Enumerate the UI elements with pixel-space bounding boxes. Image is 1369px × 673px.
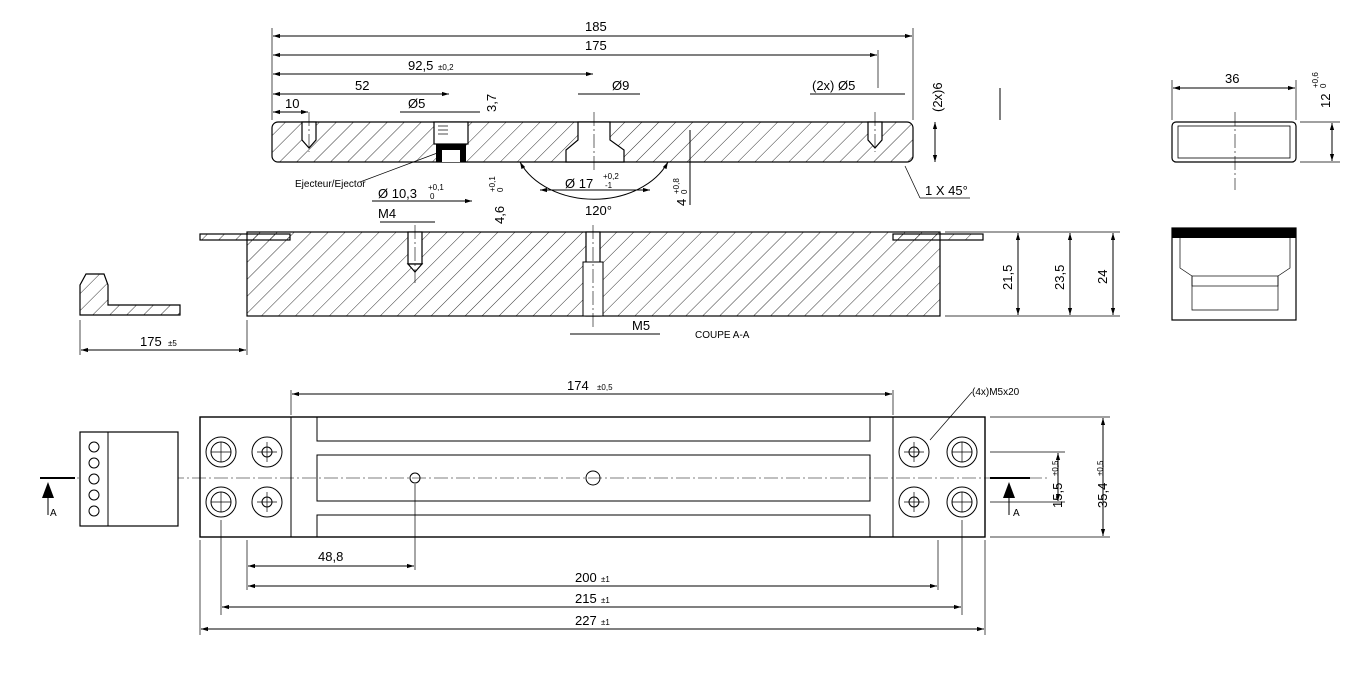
dim-21-5: 21,5 xyxy=(1000,265,1015,290)
dim-dia10-3-tol-up: +0,1 xyxy=(428,183,444,192)
dim-dia5-2x: (2x) Ø5 xyxy=(812,78,855,93)
dim-chamfer: 1 X 45° xyxy=(925,183,968,198)
connector-side xyxy=(79,273,248,355)
ejector-label: Ejecteur/Ejector xyxy=(295,179,366,190)
connector-plan xyxy=(79,431,179,527)
dim-dia17-tol-low: -1 xyxy=(605,181,613,190)
section-marker-right-label: A xyxy=(1013,508,1020,519)
side-view-bottom xyxy=(1171,227,1297,321)
dim-4-6-tol-low: 0 xyxy=(496,187,505,192)
right-bolts xyxy=(898,436,978,518)
dim-174: 174 xyxy=(567,378,589,393)
dim-175-5-tol: ±5 xyxy=(168,339,177,348)
top-dimensions xyxy=(271,28,1001,162)
section-marker-left-label: A xyxy=(50,508,57,519)
dim-12: 12 xyxy=(1318,94,1333,108)
screws-label: (4x)M5x20 xyxy=(972,387,1020,398)
dim-92-5: 92,5 xyxy=(408,58,433,73)
dim-92-5-tol: ±0,2 xyxy=(438,63,454,72)
dim-215-tol: ±1 xyxy=(601,596,610,605)
section-label: COUPE A-A xyxy=(695,330,750,341)
dim-227: 227 xyxy=(575,613,597,628)
dim-dia9: Ø9 xyxy=(612,78,629,93)
dim-dia17: Ø 17 xyxy=(565,176,593,191)
dim-3-7: 3,7 xyxy=(484,94,499,112)
dim-m5: M5 xyxy=(632,318,650,333)
dim-m4: M4 xyxy=(378,206,396,221)
dim-10: 10 xyxy=(285,96,299,111)
dim-185: 185 xyxy=(585,19,607,34)
dim-15-5-tol: ±0,5 xyxy=(1051,460,1060,476)
section-marker-right xyxy=(990,477,1030,515)
dim-200: 200 xyxy=(575,570,597,585)
dim-15-5: 15,5 xyxy=(1050,483,1065,508)
dim-227-tol: ±1 xyxy=(601,618,610,627)
dim-36: 36 xyxy=(1225,71,1239,86)
dim-52: 52 xyxy=(355,78,369,93)
dim-35-4: 35,4 xyxy=(1095,483,1110,508)
dim-4-6: 4,6 xyxy=(492,206,507,224)
dim-23-5: 23,5 xyxy=(1052,265,1067,290)
left-bolts xyxy=(205,436,283,518)
dim-24: 24 xyxy=(1095,270,1110,284)
dim-dia5: Ø5 xyxy=(408,96,425,111)
dim-12-tol-low: 0 xyxy=(1319,83,1328,88)
dim-dia10-3: Ø 10,3 xyxy=(378,186,417,201)
dim-4-tol-up: +0,8 xyxy=(672,178,681,194)
ejector-part xyxy=(433,121,469,162)
dim-dia10-3-tol-low: 0 xyxy=(430,192,435,201)
dim-dia17-tol-up: +0,2 xyxy=(603,172,619,181)
dim-12-tol-up: +0,6 xyxy=(1311,72,1320,88)
dim-174-tol: ±0,5 xyxy=(597,383,613,392)
dim-4: 4 xyxy=(674,199,689,206)
dim-200-tol: ±1 xyxy=(601,575,610,584)
side-view-top xyxy=(1171,80,1340,190)
dim-4-tol-low: 0 xyxy=(680,189,689,194)
section-a-a xyxy=(199,225,984,330)
dim-48-8: 48,8 xyxy=(318,549,343,564)
dim-angle-120: 120° xyxy=(585,203,612,218)
section-marker-left xyxy=(40,477,75,515)
dim-35-4-tol: ±0,5 xyxy=(1096,460,1105,476)
dim-215: 215 xyxy=(575,591,597,606)
dim-175-5: 175 xyxy=(140,334,162,349)
plan-view xyxy=(60,391,1050,538)
dim-4-6-tol-up: +0,1 xyxy=(488,176,497,192)
dim-175: 175 xyxy=(585,38,607,53)
top-section-view xyxy=(271,112,914,172)
dim-2x6: (2x)6 xyxy=(930,82,945,112)
